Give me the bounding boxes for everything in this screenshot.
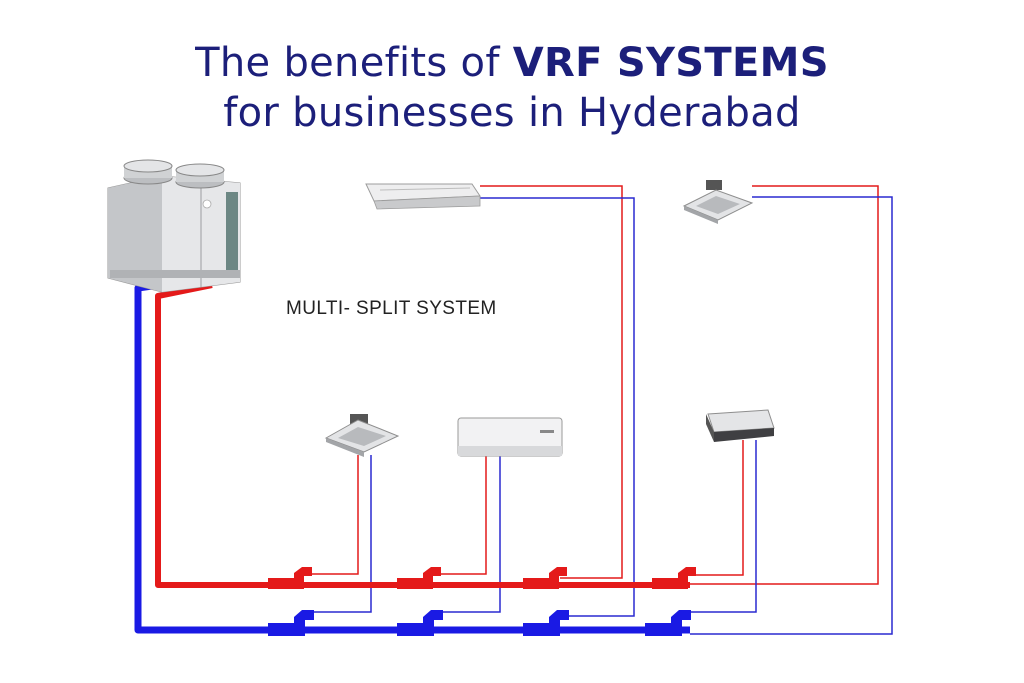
line-cassette-top-blue — [690, 196, 893, 635]
line-wall-split-red — [434, 455, 487, 575]
blue-joint-2 — [397, 610, 443, 636]
blue-joint-4 — [645, 610, 691, 636]
line-ducted-red — [690, 440, 744, 576]
thin-refrigerant-lines — [305, 185, 893, 635]
cassette-unit-lower-icon — [324, 414, 400, 457]
title-line-1: The benefits of VRF SYSTEMS — [0, 38, 1024, 88]
refnet-joints-blue — [268, 610, 691, 636]
line-ceiling-unit-red — [480, 185, 623, 579]
cassette-unit-top-icon — [682, 180, 754, 224]
diagram-label: MULTI- SPLIT SYSTEM — [286, 298, 497, 319]
red-joint-1 — [268, 567, 312, 589]
blue-joint-1 — [268, 610, 314, 636]
ceiling-suspended-unit-icon — [365, 183, 481, 210]
red-joint-3 — [523, 567, 567, 589]
red-joint-2 — [397, 567, 441, 589]
red-joint-4 — [652, 567, 696, 589]
page-title: The benefits of VRF SYSTEMS for business… — [0, 38, 1024, 138]
title-highlight: VRF SYSTEMS — [512, 40, 829, 86]
line-ducted-blue — [690, 440, 757, 613]
ducted-unit-icon — [706, 409, 775, 442]
outdoor-unit-icon — [107, 159, 241, 293]
line-cassette-top-red — [690, 185, 879, 585]
wall-split-unit-icon — [457, 417, 563, 457]
line-wall-split-blue — [434, 455, 501, 613]
refnet-joints-red — [268, 567, 696, 589]
blue-joint-3 — [523, 610, 569, 636]
main-pipe-red — [155, 282, 690, 588]
title-line-2: for businesses in Hyderabad — [223, 90, 801, 136]
line-ceiling-unit-blue — [480, 197, 635, 617]
line-cassette-lower-blue — [305, 455, 372, 613]
line-cassette-lower-red — [305, 455, 359, 575]
title-prefix: The benefits of — [195, 40, 513, 86]
